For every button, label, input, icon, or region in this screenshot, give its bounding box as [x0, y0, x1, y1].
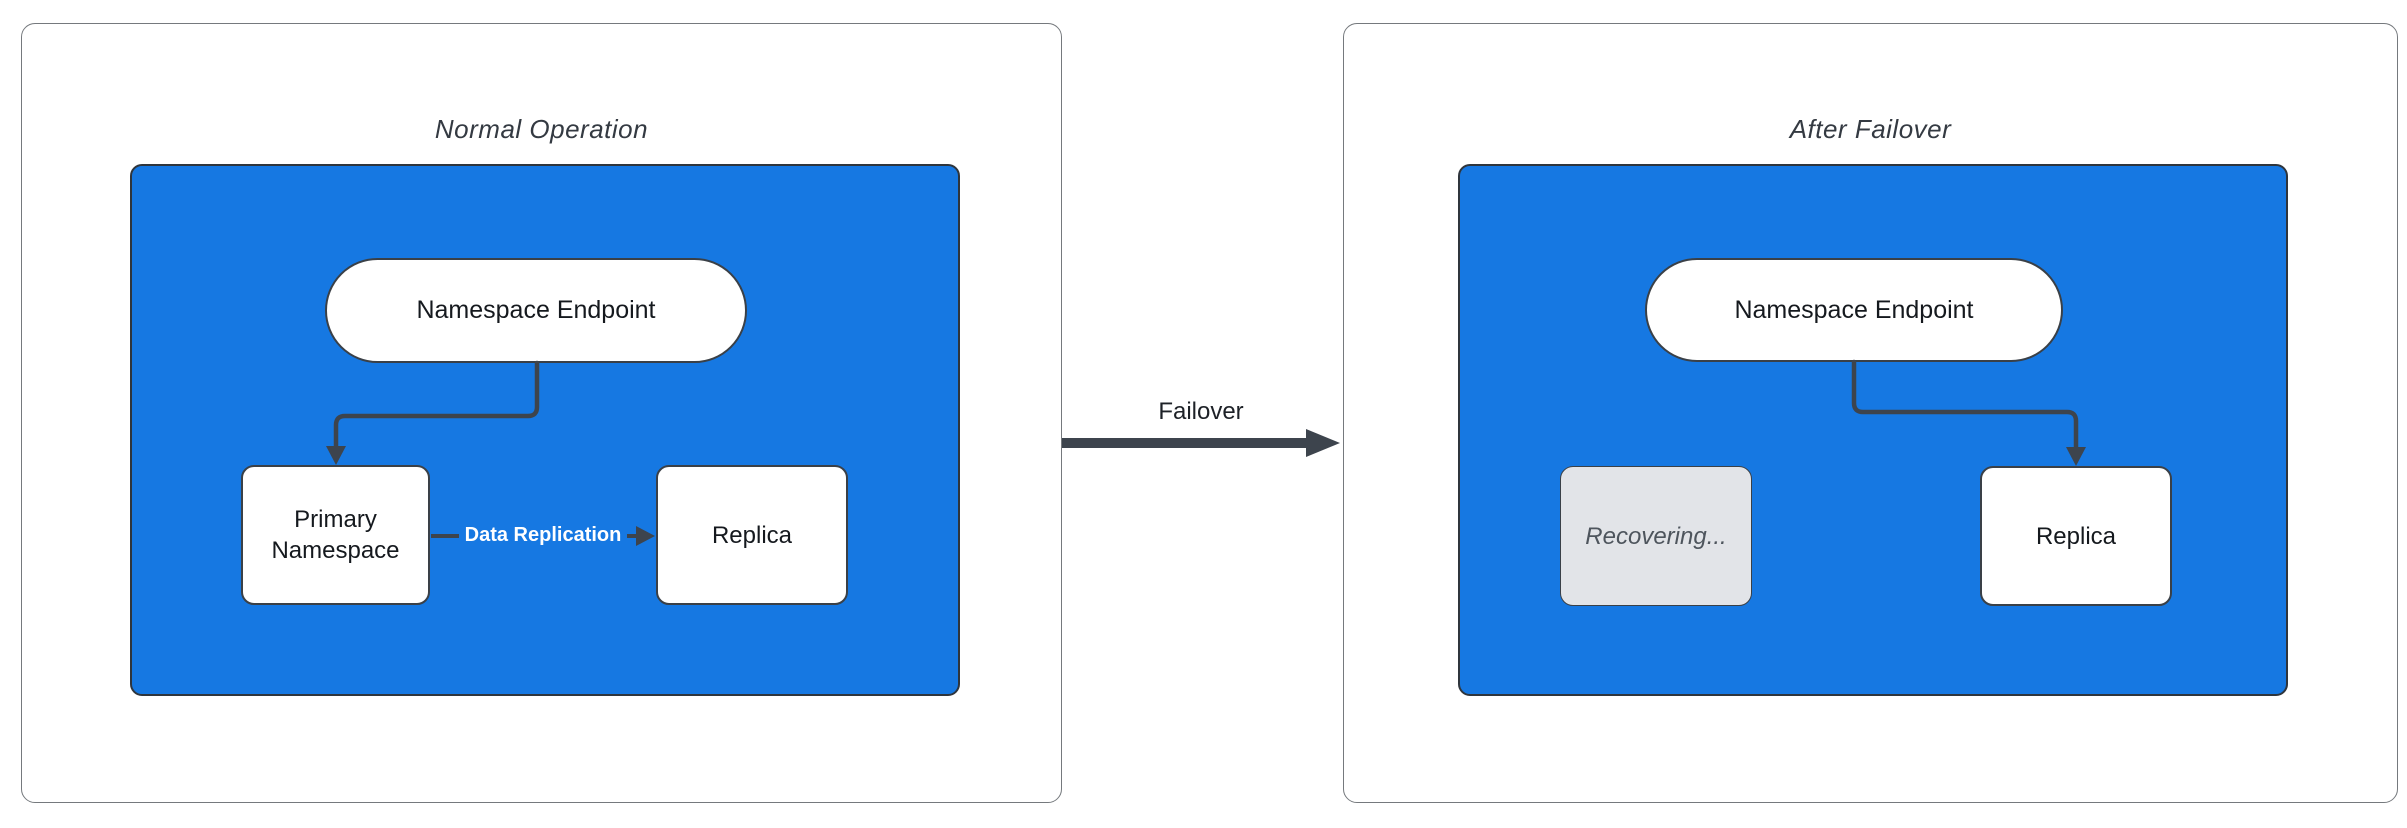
panel-title-after-failover: After Failover	[1789, 114, 1952, 144]
node-recovering: Recovering...	[1560, 466, 1752, 606]
node-label: Replica	[711, 521, 793, 549]
node-replica-failover: Replica	[1980, 466, 2172, 606]
arrowhead-failover	[1306, 429, 1340, 457]
namespace-container-normal	[130, 164, 960, 696]
edge-label-data-replication: Data Replication	[443, 524, 643, 547]
node-label: Namespace Endpoint	[416, 296, 656, 324]
edge-label-failover: Failover	[1158, 398, 1244, 425]
node-primary-namespace: Primary Namespace	[241, 465, 430, 605]
node-label: Primary Namespace	[271, 506, 400, 564]
node-label: Namespace Endpoint	[1734, 295, 1974, 324]
node-replica-normal: Replica	[656, 465, 848, 605]
node-label: Recovering...	[1585, 522, 1727, 550]
panel-title-normal-operation: Normal Operation	[434, 114, 649, 144]
namespace-container-failover	[1458, 164, 2288, 696]
node-namespace-endpoint-failover: Namespace Endpoint	[1645, 258, 2063, 362]
node-label: Replica	[2035, 522, 2117, 550]
node-namespace-endpoint-normal: Namespace Endpoint	[325, 258, 747, 363]
